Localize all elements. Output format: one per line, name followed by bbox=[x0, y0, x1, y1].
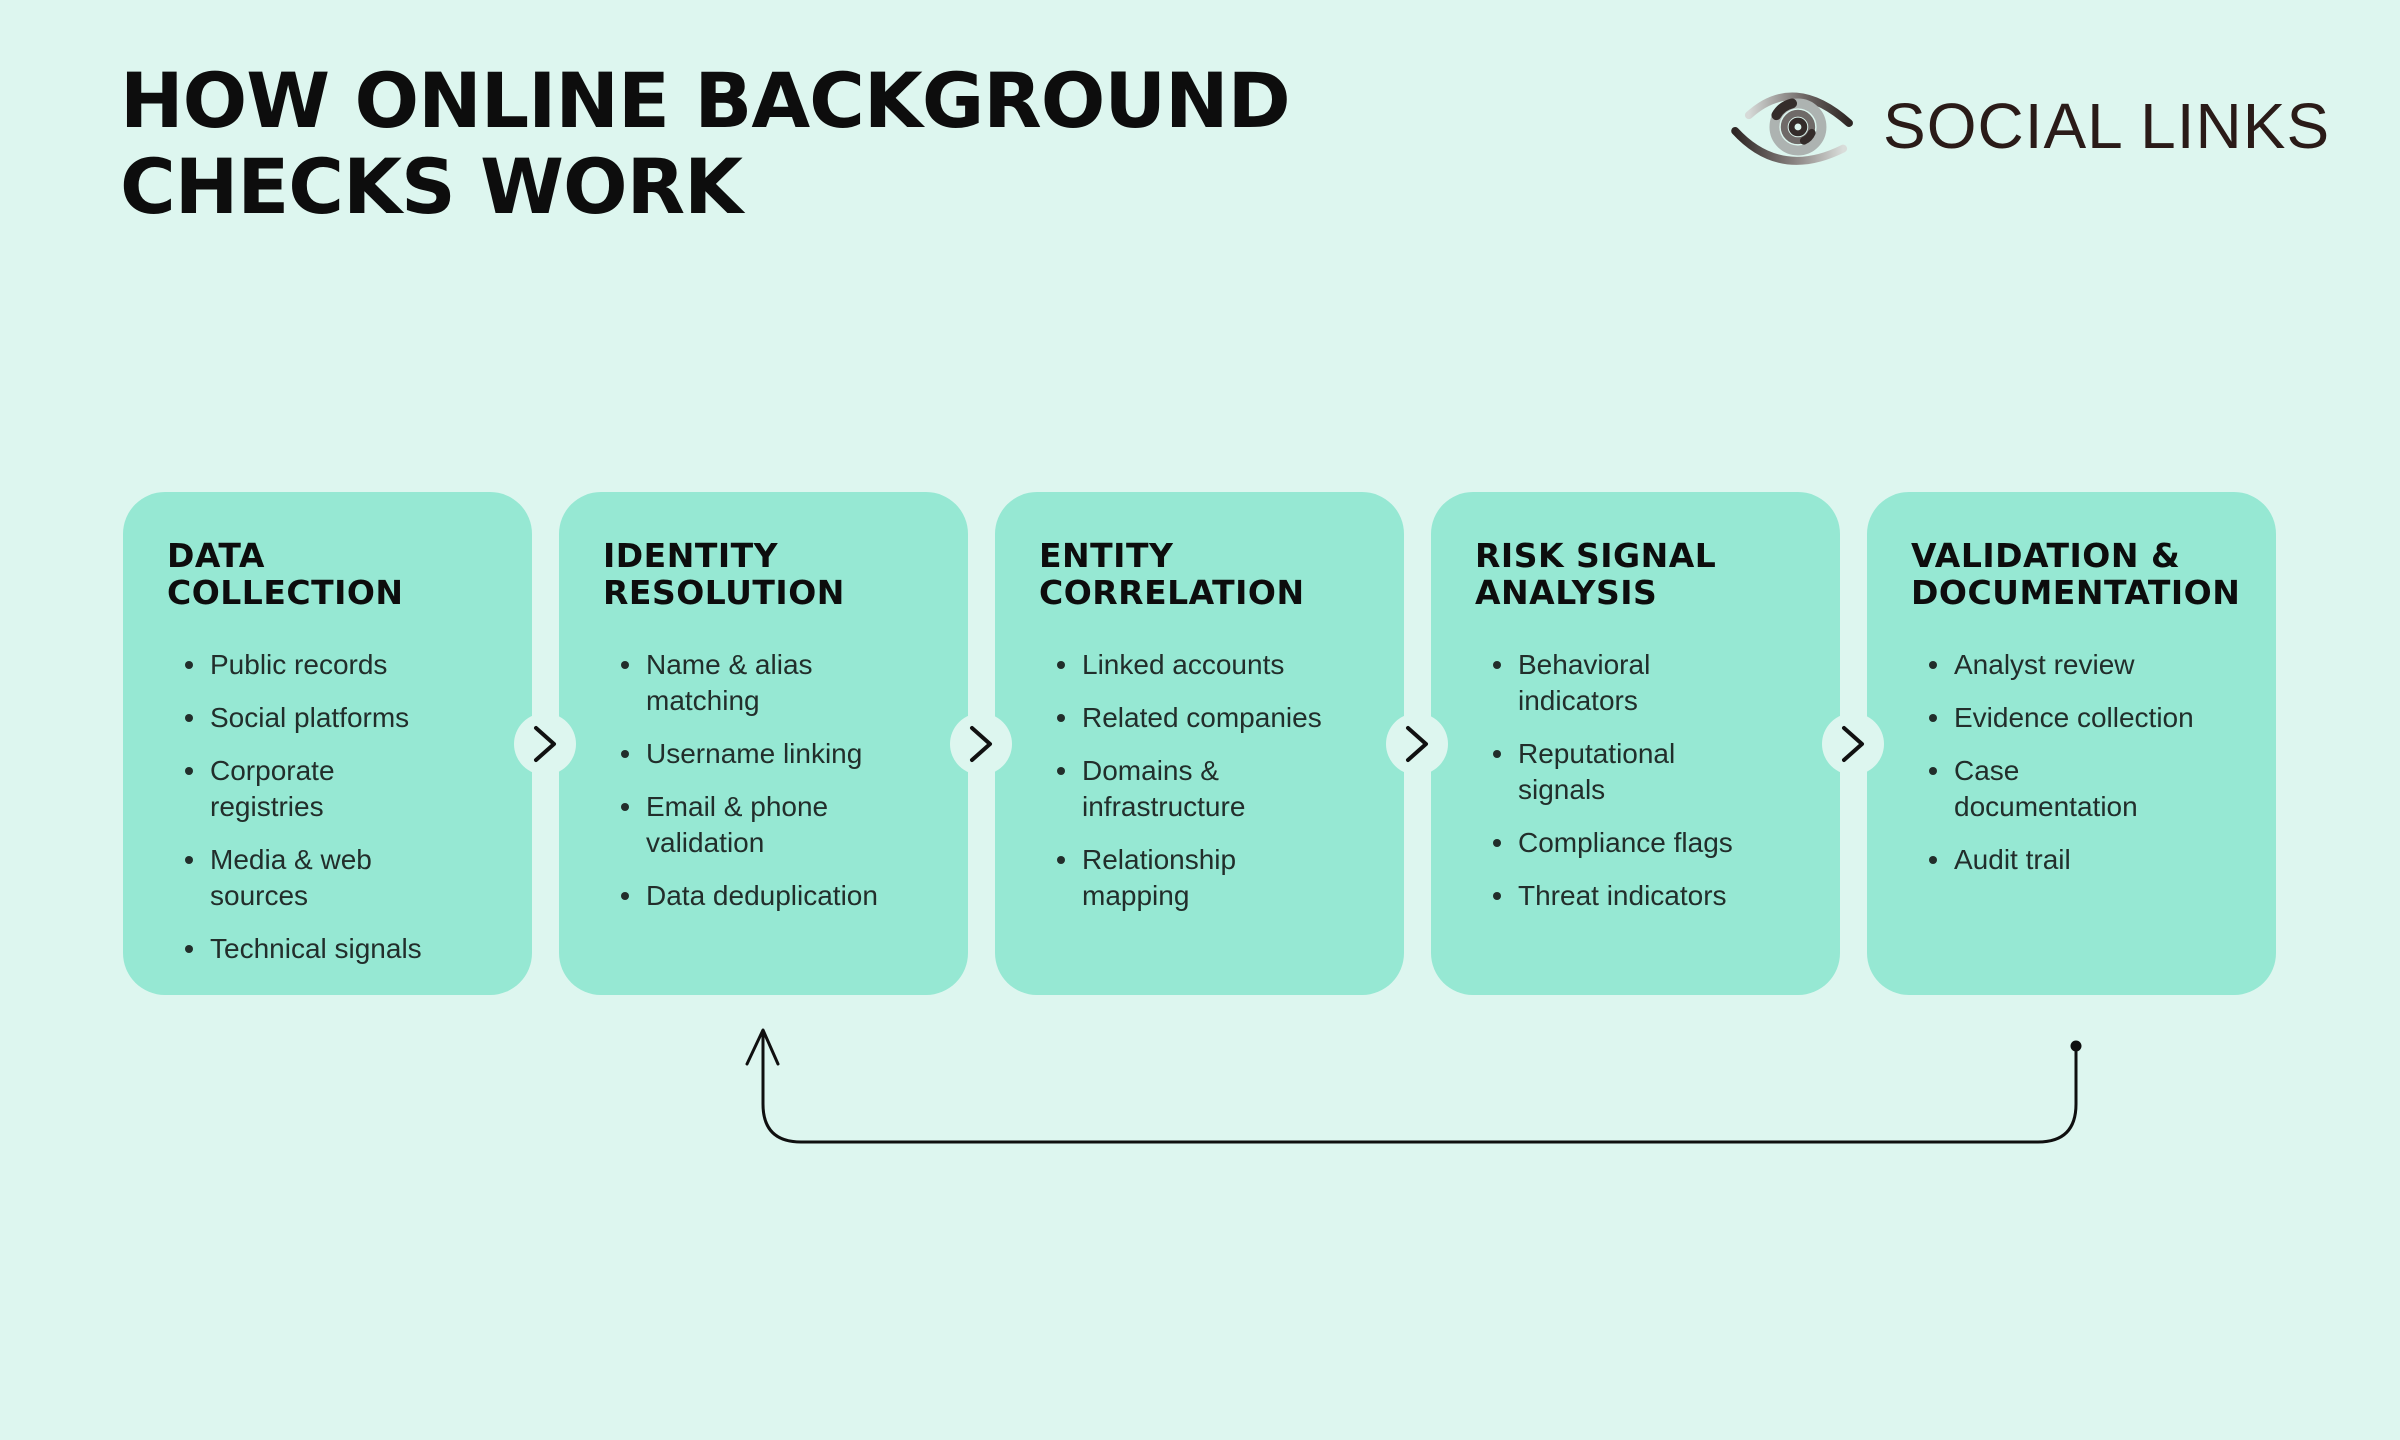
list-item: Behavioral indicators bbox=[1475, 647, 1800, 719]
list-item: Analyst review bbox=[1911, 647, 2236, 683]
stage-item-list: Analyst review Evidence collection Case … bbox=[1911, 647, 2236, 878]
next-stage-connector bbox=[950, 713, 1012, 775]
stage-title: ENTITY CORRELATION bbox=[1039, 536, 1305, 612]
list-item: Email & phone validation bbox=[603, 789, 928, 861]
chevron-right-icon bbox=[1842, 726, 1864, 762]
eye-spiral-icon bbox=[1731, 92, 1853, 165]
chevron-right-icon bbox=[970, 726, 992, 762]
stage-title: DATA COLLECTION bbox=[167, 536, 404, 612]
list-item: Relationship mapping bbox=[1039, 842, 1364, 914]
next-stage-connector bbox=[514, 713, 576, 775]
stage-item-list: Linked accounts Related companies Domain… bbox=[1039, 647, 1364, 914]
page-title: HOW ONLINE BACKGROUND CHECKS WORK bbox=[120, 56, 1291, 231]
list-item: Compliance flags bbox=[1475, 825, 1800, 861]
stage-item-list: Name & alias matching Username linking E… bbox=[603, 647, 928, 914]
list-item: Data deduplication bbox=[603, 878, 928, 914]
chevron-right-icon bbox=[1406, 726, 1428, 762]
stage-cards-row: DATA COLLECTION Public records Social pl… bbox=[123, 492, 2276, 995]
chevron-right-icon bbox=[534, 726, 556, 762]
list-item: Audit trail bbox=[1911, 842, 2236, 878]
stage-title: RISK SIGNAL ANALYSIS bbox=[1475, 536, 1717, 612]
list-item: Evidence collection bbox=[1911, 700, 2236, 736]
stage-title: IDENTITY RESOLUTION bbox=[603, 536, 845, 612]
arrow-head bbox=[745, 1028, 780, 1066]
stage-card-data-collection: DATA COLLECTION Public records Social pl… bbox=[123, 492, 532, 995]
list-item: Corporate registries bbox=[167, 753, 492, 825]
list-item: Social platforms bbox=[167, 700, 492, 736]
list-item: Technical signals bbox=[167, 931, 492, 967]
stage-card-risk-signal-analysis: RISK SIGNAL ANALYSIS Behavioral indicato… bbox=[1431, 492, 1840, 995]
next-stage-connector bbox=[1386, 713, 1448, 775]
list-item: Reputational signals bbox=[1475, 736, 1800, 808]
list-item: Case documentation bbox=[1911, 753, 2236, 825]
list-item: Domains & infrastructure bbox=[1039, 753, 1364, 825]
list-item: Name & alias matching bbox=[603, 647, 928, 719]
list-item: Public records bbox=[167, 647, 492, 683]
list-item: Media & web sources bbox=[167, 842, 492, 914]
stage-card-validation-documentation: VALIDATION & DOCUMENTATION Analyst revie… bbox=[1867, 492, 2276, 995]
stage-card-entity-correlation: ENTITY CORRELATION Linked accounts Relat… bbox=[995, 492, 1404, 995]
brand-logo: SOCIAL LINKS bbox=[1727, 72, 2330, 180]
list-item: Username linking bbox=[603, 736, 928, 772]
brand-name: SOCIAL LINKS bbox=[1883, 90, 2331, 162]
stage-title: VALIDATION & DOCUMENTATION bbox=[1911, 536, 2241, 612]
list-item: Related companies bbox=[1039, 700, 1364, 736]
list-item: Linked accounts bbox=[1039, 647, 1364, 683]
list-item: Threat indicators bbox=[1475, 878, 1800, 914]
stage-item-list: Public records Social platforms Corporat… bbox=[167, 647, 492, 967]
next-stage-connector bbox=[1822, 713, 1884, 775]
stage-item-list: Behavioral indicators Reputational signa… bbox=[1475, 647, 1800, 914]
arrow-start-dot bbox=[2070, 1040, 2082, 1052]
stage-card-identity-resolution: IDENTITY RESOLUTION Name & alias matchin… bbox=[559, 492, 968, 995]
